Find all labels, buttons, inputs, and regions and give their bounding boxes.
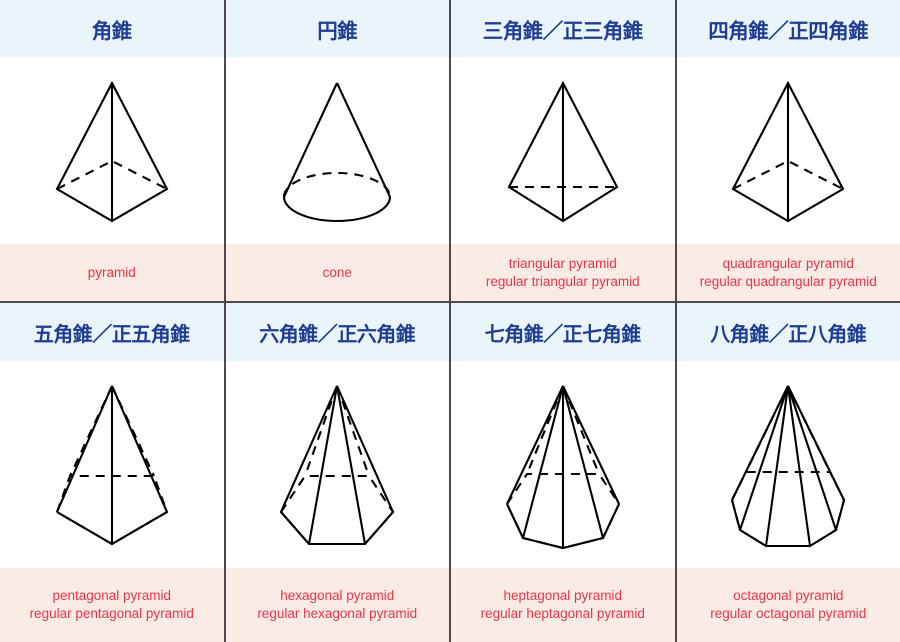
caption-line: quadrangular pyramid	[722, 255, 854, 271]
figure-row	[0, 57, 900, 244]
header-row: 五角錐／正五角錐 六角錐／正六角錐 七角錐／正七角錐 八角錐／正八角錐	[0, 303, 900, 361]
figure-row	[0, 361, 900, 568]
header-cell-heptagonal: 七角錐／正七角錐	[451, 303, 677, 361]
header-cell-hexagonal: 六角錐／正六角錐	[225, 303, 451, 361]
caption-cell-cone: cone	[225, 244, 451, 303]
header-row: 角錐 円錐 三角錐／正三角錐 四角錐／正四角錐	[0, 0, 900, 57]
figure-cell-quadrangular-pyramid	[676, 57, 900, 244]
caption-line: triangular pyramid	[508, 255, 617, 271]
figure-cell-pyramid	[0, 57, 226, 244]
caption-line: cone	[322, 264, 352, 280]
header-cell-pentagonal: 五角錐／正五角錐	[0, 303, 226, 361]
pentagonal-pyramid-diagram	[55, 385, 169, 546]
figure-cell-triangular-pyramid	[451, 57, 677, 244]
caption-line: regular heptagonal pyramid	[480, 606, 645, 621]
caption-row: pentagonal pyramid regular pentagonal py…	[0, 568, 900, 642]
caption-row: pyramid cone triangular pyramid regular …	[0, 244, 900, 303]
header-cell-triangular: 三角錐／正三角錐	[451, 0, 677, 57]
caption-cell-octagonal: octagonal pyramid regular octagonal pyra…	[676, 568, 900, 642]
caption-line: regular triangular pyramid	[485, 273, 640, 289]
header-cell-pyramid: 角錐	[0, 0, 226, 57]
header-cell-cone: 円錐	[225, 0, 451, 57]
figure-cell-hexagonal-pyramid	[225, 361, 451, 568]
cone-diagram	[283, 82, 392, 223]
caption-line: pentagonal pyramid	[52, 588, 172, 603]
caption-cell-triangular: triangular pyramid regular triangular py…	[451, 244, 677, 303]
figure-cell-pentagonal-pyramid	[0, 361, 226, 568]
table-row: 角錐 円錐 三角錐／正三角錐 四角錐／正四角錐	[0, 0, 900, 303]
figure-cell-octagonal-pyramid	[676, 361, 900, 568]
heptagonal-pyramid-diagram	[505, 385, 620, 550]
caption-cell-quadrangular: quadrangular pyramid regular quadrangula…	[676, 244, 900, 303]
caption-line: regular quadrangular pyramid	[699, 273, 877, 289]
caption-cell-heptagonal: heptagonal pyramid regular heptagonal py…	[451, 568, 677, 642]
square-pyramid-diagram	[55, 80, 169, 223]
octagonal-pyramid-diagram	[731, 385, 846, 548]
caption-cell-pentagonal: pentagonal pyramid regular pentagonal py…	[0, 568, 226, 642]
caption-cell-pyramid: pyramid	[0, 244, 226, 303]
caption-line: pyramid	[87, 264, 136, 280]
caption-line: heptagonal pyramid	[503, 588, 623, 603]
triangular-pyramid-diagram	[507, 80, 619, 223]
caption-line: hexagonal pyramid	[280, 588, 395, 603]
caption-line: regular pentagonal pyramid	[29, 606, 194, 621]
header-cell-octagonal: 八角錐／正八角錐	[676, 303, 900, 361]
header-cell-quadrangular: 四角錐／正四角錐	[676, 0, 900, 57]
figure-cell-cone	[225, 57, 451, 244]
figure-cell-heptagonal-pyramid	[451, 361, 677, 568]
square-pyramid-diagram	[731, 80, 845, 223]
caption-cell-hexagonal: hexagonal pyramid regular hexagonal pyra…	[225, 568, 451, 642]
caption-line: regular hexagonal pyramid	[257, 606, 418, 621]
table-row: 五角錐／正五角錐 六角錐／正六角錐 七角錐／正七角錐 八角錐／正八角錐	[0, 303, 900, 642]
hexagonal-pyramid-diagram	[279, 385, 395, 546]
caption-line: octagonal pyramid	[733, 588, 844, 603]
caption-line: regular octagonal pyramid	[710, 606, 867, 621]
